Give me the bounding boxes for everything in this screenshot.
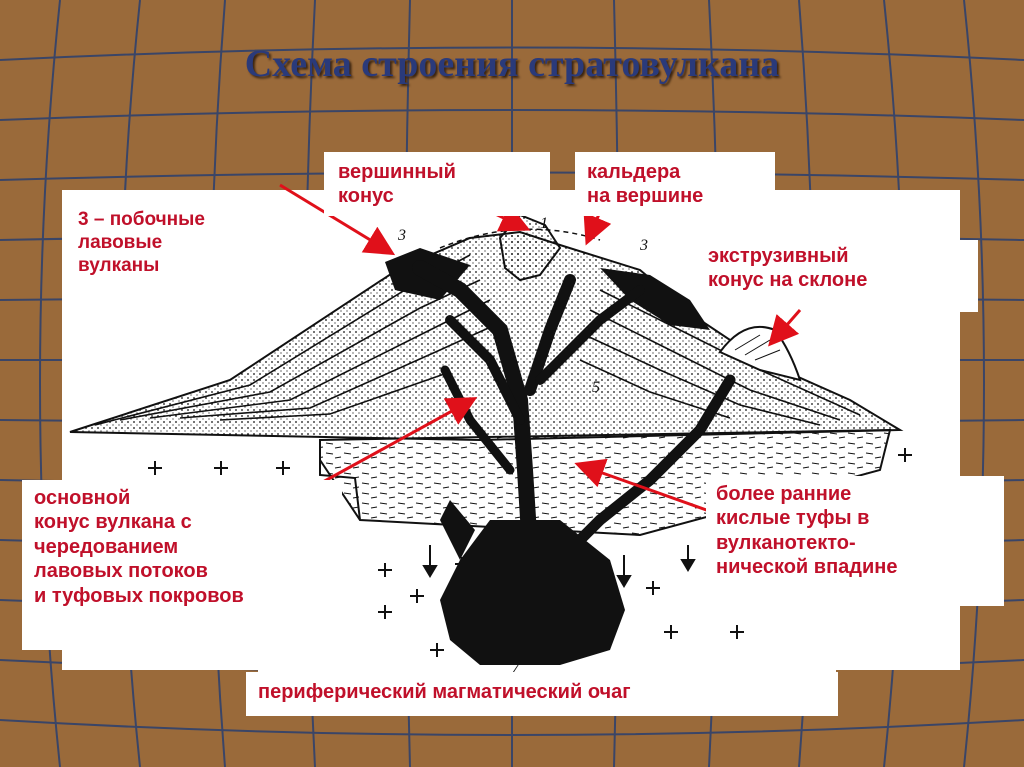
label-extrusive-cone: экструзивный конус на склоне [708,245,868,292]
lava-conduits [412,260,736,566]
label-caldera: кальдера на вершине [575,152,775,216]
label-magma-chamber: периферический магматический очаг [246,672,838,716]
label-summit-cone: вершинный конус [324,152,550,216]
granite-symbols [148,448,912,657]
arrow-extrusive-cone [768,309,802,347]
slide-title: Схема строения стратовулкана [244,43,780,85]
basement-line [319,460,361,521]
marker-5: 5 [592,379,600,396]
label-acid-tuffs: более ранние кислые туфы в вулканотекто-… [706,476,1004,606]
marker-7: 7 [512,659,521,676]
arrow-acid-tuffs [574,458,713,514]
magma-chamber [440,520,625,665]
diagram-panel-right [700,240,978,312]
label-main-cone: основной конус вулкана с чередованием ла… [22,480,342,650]
side-volcano-lava-right [600,268,710,330]
marker-3-right: 3 [639,237,648,254]
marker-3-left: 3 [397,227,406,244]
marker-1: 1 [540,215,548,232]
fault-arrows [422,545,696,588]
arrow-side-volcanoes [279,183,396,256]
label-side-volcanoes: 3 – побочные лавовые вулканы [78,209,205,277]
magma-apophysis-left [440,500,475,560]
